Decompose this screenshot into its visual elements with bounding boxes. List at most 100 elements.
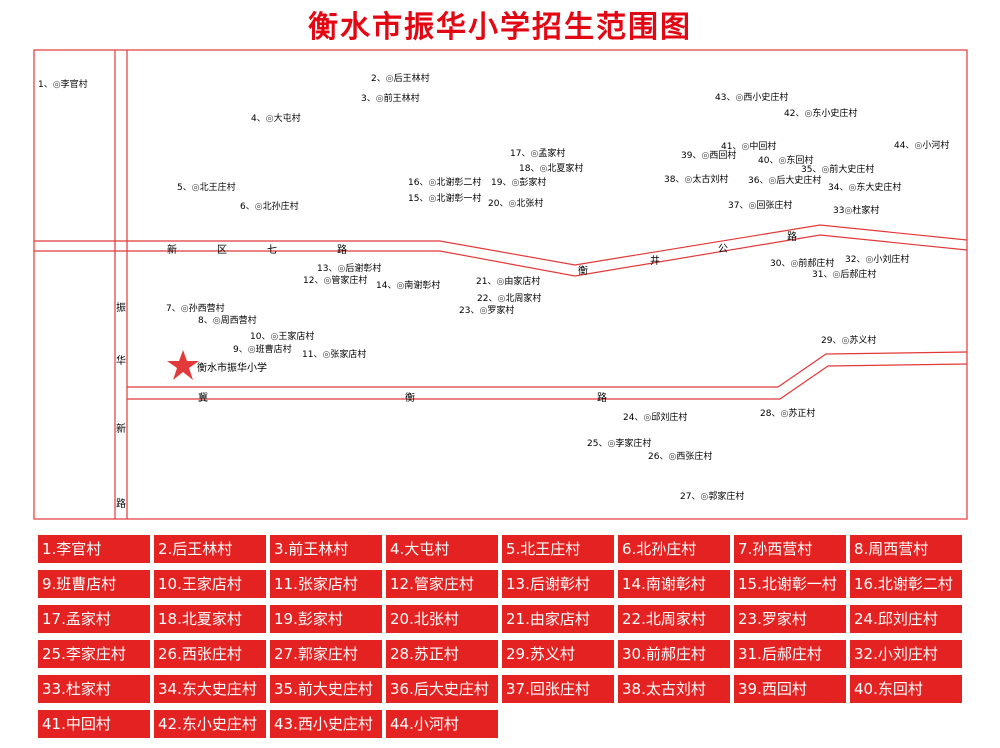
road-label-zhenhua: 路 <box>116 499 126 510</box>
village-name: 杜家村 <box>852 206 880 216</box>
village-dot-icon: ◎ <box>914 141 923 151</box>
village-dot-icon: ◎ <box>778 156 787 166</box>
village-name: 由家店村 <box>504 277 541 287</box>
village-name: 太古刘村 <box>692 175 729 185</box>
village-marker: 14、◎南谢彰村 <box>376 281 440 292</box>
legend-item: 40.东回村 <box>850 675 962 703</box>
legend-item: 12.管家庄村 <box>386 570 498 598</box>
village-dot-icon: ◎ <box>790 259 799 269</box>
village-marker: 43、◎西小史庄村 <box>715 93 788 104</box>
village-number: 14、 <box>376 281 397 291</box>
village-dot-icon: ◎ <box>511 178 520 188</box>
village-dot-icon: ◎ <box>247 345 256 355</box>
village-number: 23、 <box>459 306 480 316</box>
village-number: 43、 <box>715 93 736 103</box>
village-number: 13、 <box>317 264 338 274</box>
road-label-xinqu: 路 <box>337 245 347 256</box>
village-marker: 4、◎大屯村 <box>251 114 301 125</box>
village-dot-icon: ◎ <box>684 175 693 185</box>
village-dot-icon: ◎ <box>832 270 841 280</box>
village-name: 罗家村 <box>487 306 515 316</box>
village-name: 大屯村 <box>273 114 301 124</box>
village-dot-icon: ◎ <box>191 183 200 193</box>
road-label-ji: 衡 <box>405 393 415 404</box>
legend-item: 30.前郝庄村 <box>618 640 730 668</box>
village-number: 10、 <box>250 332 271 342</box>
village-name: 北孙庄村 <box>262 202 299 212</box>
village-marker: 13、◎后谢彰村 <box>317 264 381 275</box>
village-number: 38、 <box>664 175 685 185</box>
village-marker: 6、◎北孙庄村 <box>240 202 299 213</box>
village-number: 26、 <box>648 452 669 462</box>
legend-item: 8.周西营村 <box>850 535 962 563</box>
village-dot-icon: ◎ <box>322 350 331 360</box>
village-marker: 37、◎回张庄村 <box>728 201 792 212</box>
map-frame <box>33 49 968 520</box>
village-marker: 28、◎苏正村 <box>760 409 815 420</box>
road-label-hengjing: 井 <box>650 256 660 267</box>
village-number: 21、 <box>476 277 497 287</box>
village-name: 苏义村 <box>849 336 877 346</box>
village-dot-icon: ◎ <box>768 176 777 186</box>
village-number: 5、 <box>177 183 192 193</box>
village-name: 王家店村 <box>278 332 315 342</box>
legend-item: 24.邱刘庄村 <box>850 605 962 633</box>
legend-item: 15.北谢彰一村 <box>734 570 846 598</box>
village-marker: 40、◎东回村 <box>758 156 813 167</box>
legend-item: 27.郭家庄村 <box>270 640 382 668</box>
village-dot-icon: ◎ <box>741 142 750 152</box>
village-marker: 10、◎王家店村 <box>250 332 314 343</box>
village-number: 3、 <box>361 94 376 104</box>
village-dot-icon: ◎ <box>212 316 221 326</box>
village-dot-icon: ◎ <box>539 164 548 174</box>
village-marker: 25、◎李家庄村 <box>587 439 651 450</box>
village-name: 后郝庄村 <box>840 270 877 280</box>
legend-item: 9.班曹店村 <box>38 570 150 598</box>
village-name: 北夏家村 <box>547 164 584 174</box>
village-marker: 12、◎管家庄村 <box>303 276 367 287</box>
legend-item: 13.后谢彰村 <box>502 570 614 598</box>
village-name: 东小史庄村 <box>812 109 858 119</box>
village-dot-icon: ◎ <box>52 80 61 90</box>
road-label-ji: 冀 <box>198 393 208 404</box>
village-name: 北周家村 <box>505 294 542 304</box>
village-dot-icon: ◎ <box>607 439 616 449</box>
village-dot-icon: ◎ <box>735 93 744 103</box>
village-marker: 23、◎罗家村 <box>459 306 514 317</box>
legend-item: 14.南谢彰村 <box>618 570 730 598</box>
map-title: 衡水市振华小学招生范围图 <box>308 10 692 45</box>
village-number: 42、 <box>784 109 805 119</box>
legend-item: 4.大屯村 <box>386 535 498 563</box>
village-marker: 42、◎东小史庄村 <box>784 109 857 120</box>
village-dot-icon: ◎ <box>496 277 505 287</box>
village-number: 11、 <box>302 350 323 360</box>
village-number: 39、 <box>681 151 702 161</box>
road-label-hengjing: 衡 <box>578 266 588 277</box>
village-dot-icon: ◎ <box>821 165 830 175</box>
legend-item: 41.中回村 <box>38 710 150 738</box>
village-dot-icon: ◎ <box>428 194 437 204</box>
village-number: 31、 <box>812 270 833 280</box>
village-number: 15、 <box>408 194 429 204</box>
village-marker: 38、◎太古刘村 <box>664 175 728 186</box>
village-number: 37、 <box>728 201 749 211</box>
village-dot-icon: ◎ <box>841 336 850 346</box>
village-dot-icon: ◎ <box>700 492 709 502</box>
legend-item: 6.北孙庄村 <box>618 535 730 563</box>
legend-item: 22.北周家村 <box>618 605 730 633</box>
village-number: 20、 <box>488 199 509 209</box>
village-marker: 1、◎李官村 <box>38 80 88 91</box>
village-marker: 11、◎张家店村 <box>302 350 366 361</box>
village-number: 29、 <box>821 336 842 346</box>
road-label-zhenhua: 华 <box>116 356 126 367</box>
road-label-hengjing: 路 <box>787 232 797 243</box>
village-marker: 21、◎由家店村 <box>476 277 540 288</box>
village-number: 25、 <box>587 439 608 449</box>
village-name: 张家店村 <box>330 350 367 360</box>
legend-item: 5.北王庄村 <box>502 535 614 563</box>
legend-item: 26.西张庄村 <box>154 640 266 668</box>
road-label-hengjing: 公 <box>718 244 728 255</box>
legend-item: 17.孟家村 <box>38 605 150 633</box>
legend-item: 43.西小史庄村 <box>270 710 382 738</box>
school-label: 衡水市振华小学 <box>197 363 267 374</box>
